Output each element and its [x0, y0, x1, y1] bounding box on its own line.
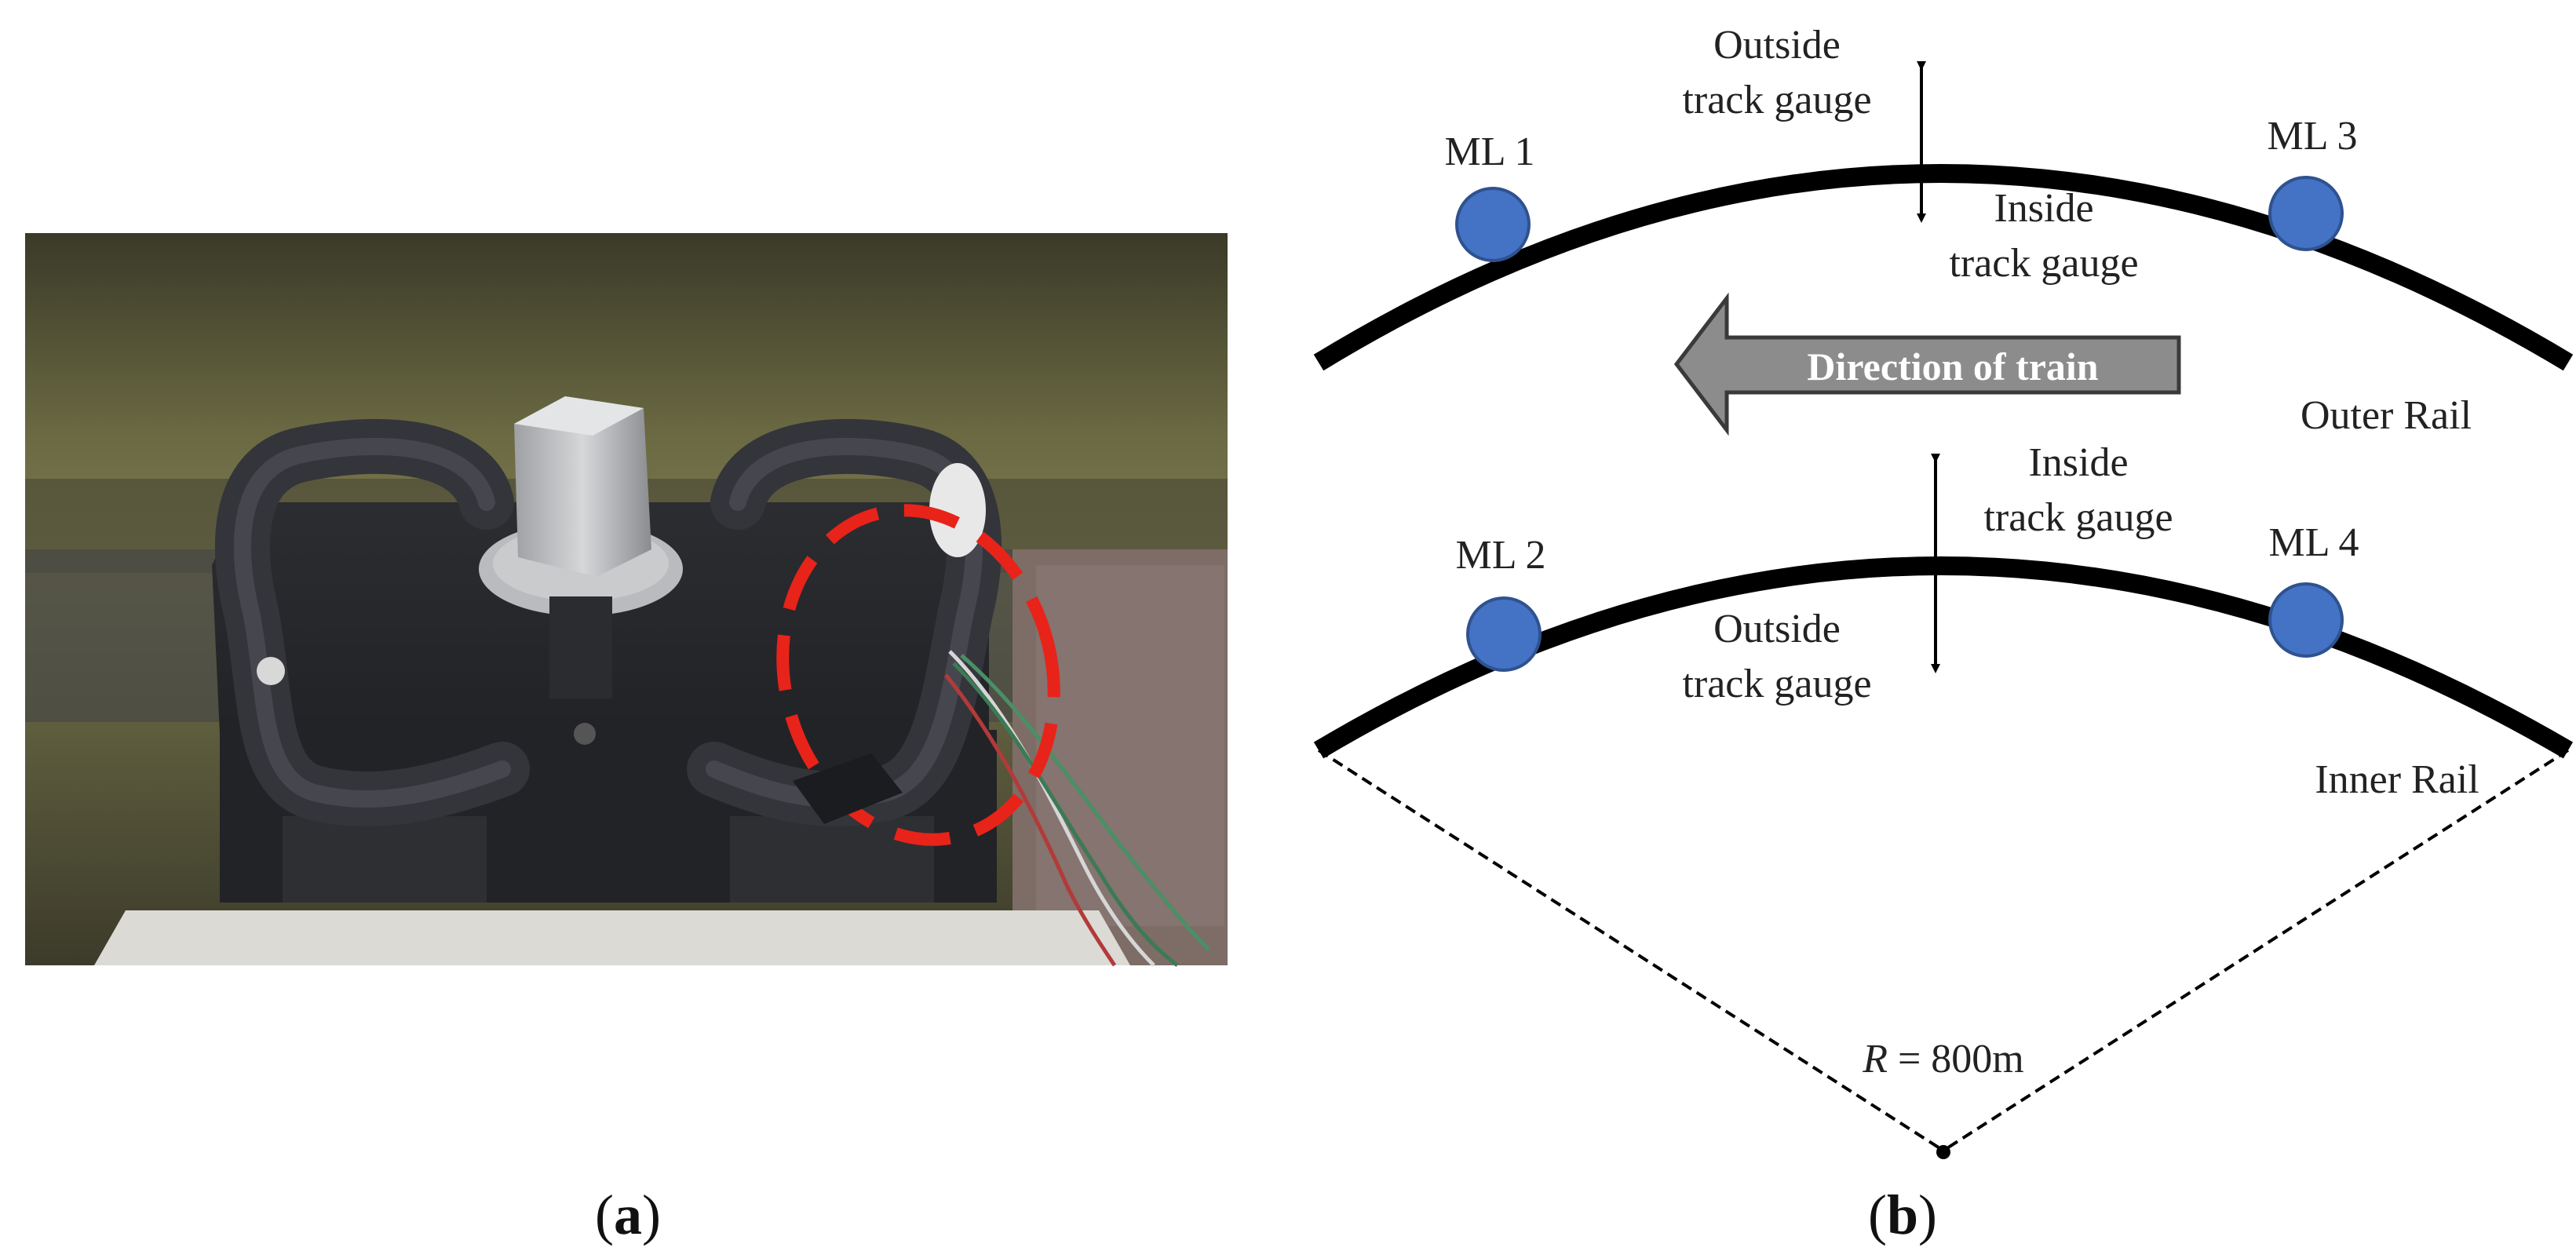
inner-rail-label: Inner Rail — [2315, 757, 2479, 802]
label-ml1: ML 1 — [1444, 129, 1534, 174]
label-ml3: ML 3 — [2267, 114, 2357, 159]
direction-arrow: Direction of train — [1673, 292, 2181, 436]
photo-rail-fastening — [25, 233, 1228, 967]
direction-label: Direction of train — [1807, 345, 2098, 388]
outer-below-line2: track gauge — [1949, 241, 2138, 286]
outer-rail-label: Outer Rail — [2301, 393, 2472, 438]
inner-above-line2: track gauge — [1983, 495, 2173, 540]
radius-label: R = 800m — [1862, 1037, 2024, 1081]
radius-line-right — [1942, 749, 2570, 1152]
sensor-ml1 — [1455, 187, 1531, 262]
bolt-head — [514, 396, 651, 577]
outer-rail — [1313, 164, 2574, 371]
inner-above-line1: Inside — [2028, 440, 2128, 485]
label-ml2: ML 2 — [1455, 533, 1545, 578]
sensor-ml3 — [2268, 176, 2344, 251]
caption-b: (b) — [1868, 1184, 1937, 1246]
curve-center-point — [1936, 1145, 1950, 1159]
sensor-ml2 — [1466, 596, 1542, 672]
outer-below-line1: Inside — [1994, 186, 2093, 231]
track-diagram: Direction of train ML 1 ML 2 ML 3 ML 4 O… — [1313, 23, 2574, 1159]
sensor-wires — [944, 650, 1210, 967]
outer-above-line1: Outside — [1713, 23, 1841, 67]
outer-above-line2: track gauge — [1682, 78, 1871, 122]
radius-line-left — [1317, 749, 1945, 1152]
inner-below-line1: Outside — [1713, 607, 1841, 651]
caption-a: (a) — [595, 1184, 661, 1246]
label-ml4: ML 4 — [2268, 520, 2359, 565]
strain-gauge-highlight — [776, 504, 1060, 846]
sleeper-edge — [94, 910, 1130, 965]
inner-below-line2: track gauge — [1682, 662, 1871, 706]
sensor-ml4 — [2268, 582, 2344, 658]
